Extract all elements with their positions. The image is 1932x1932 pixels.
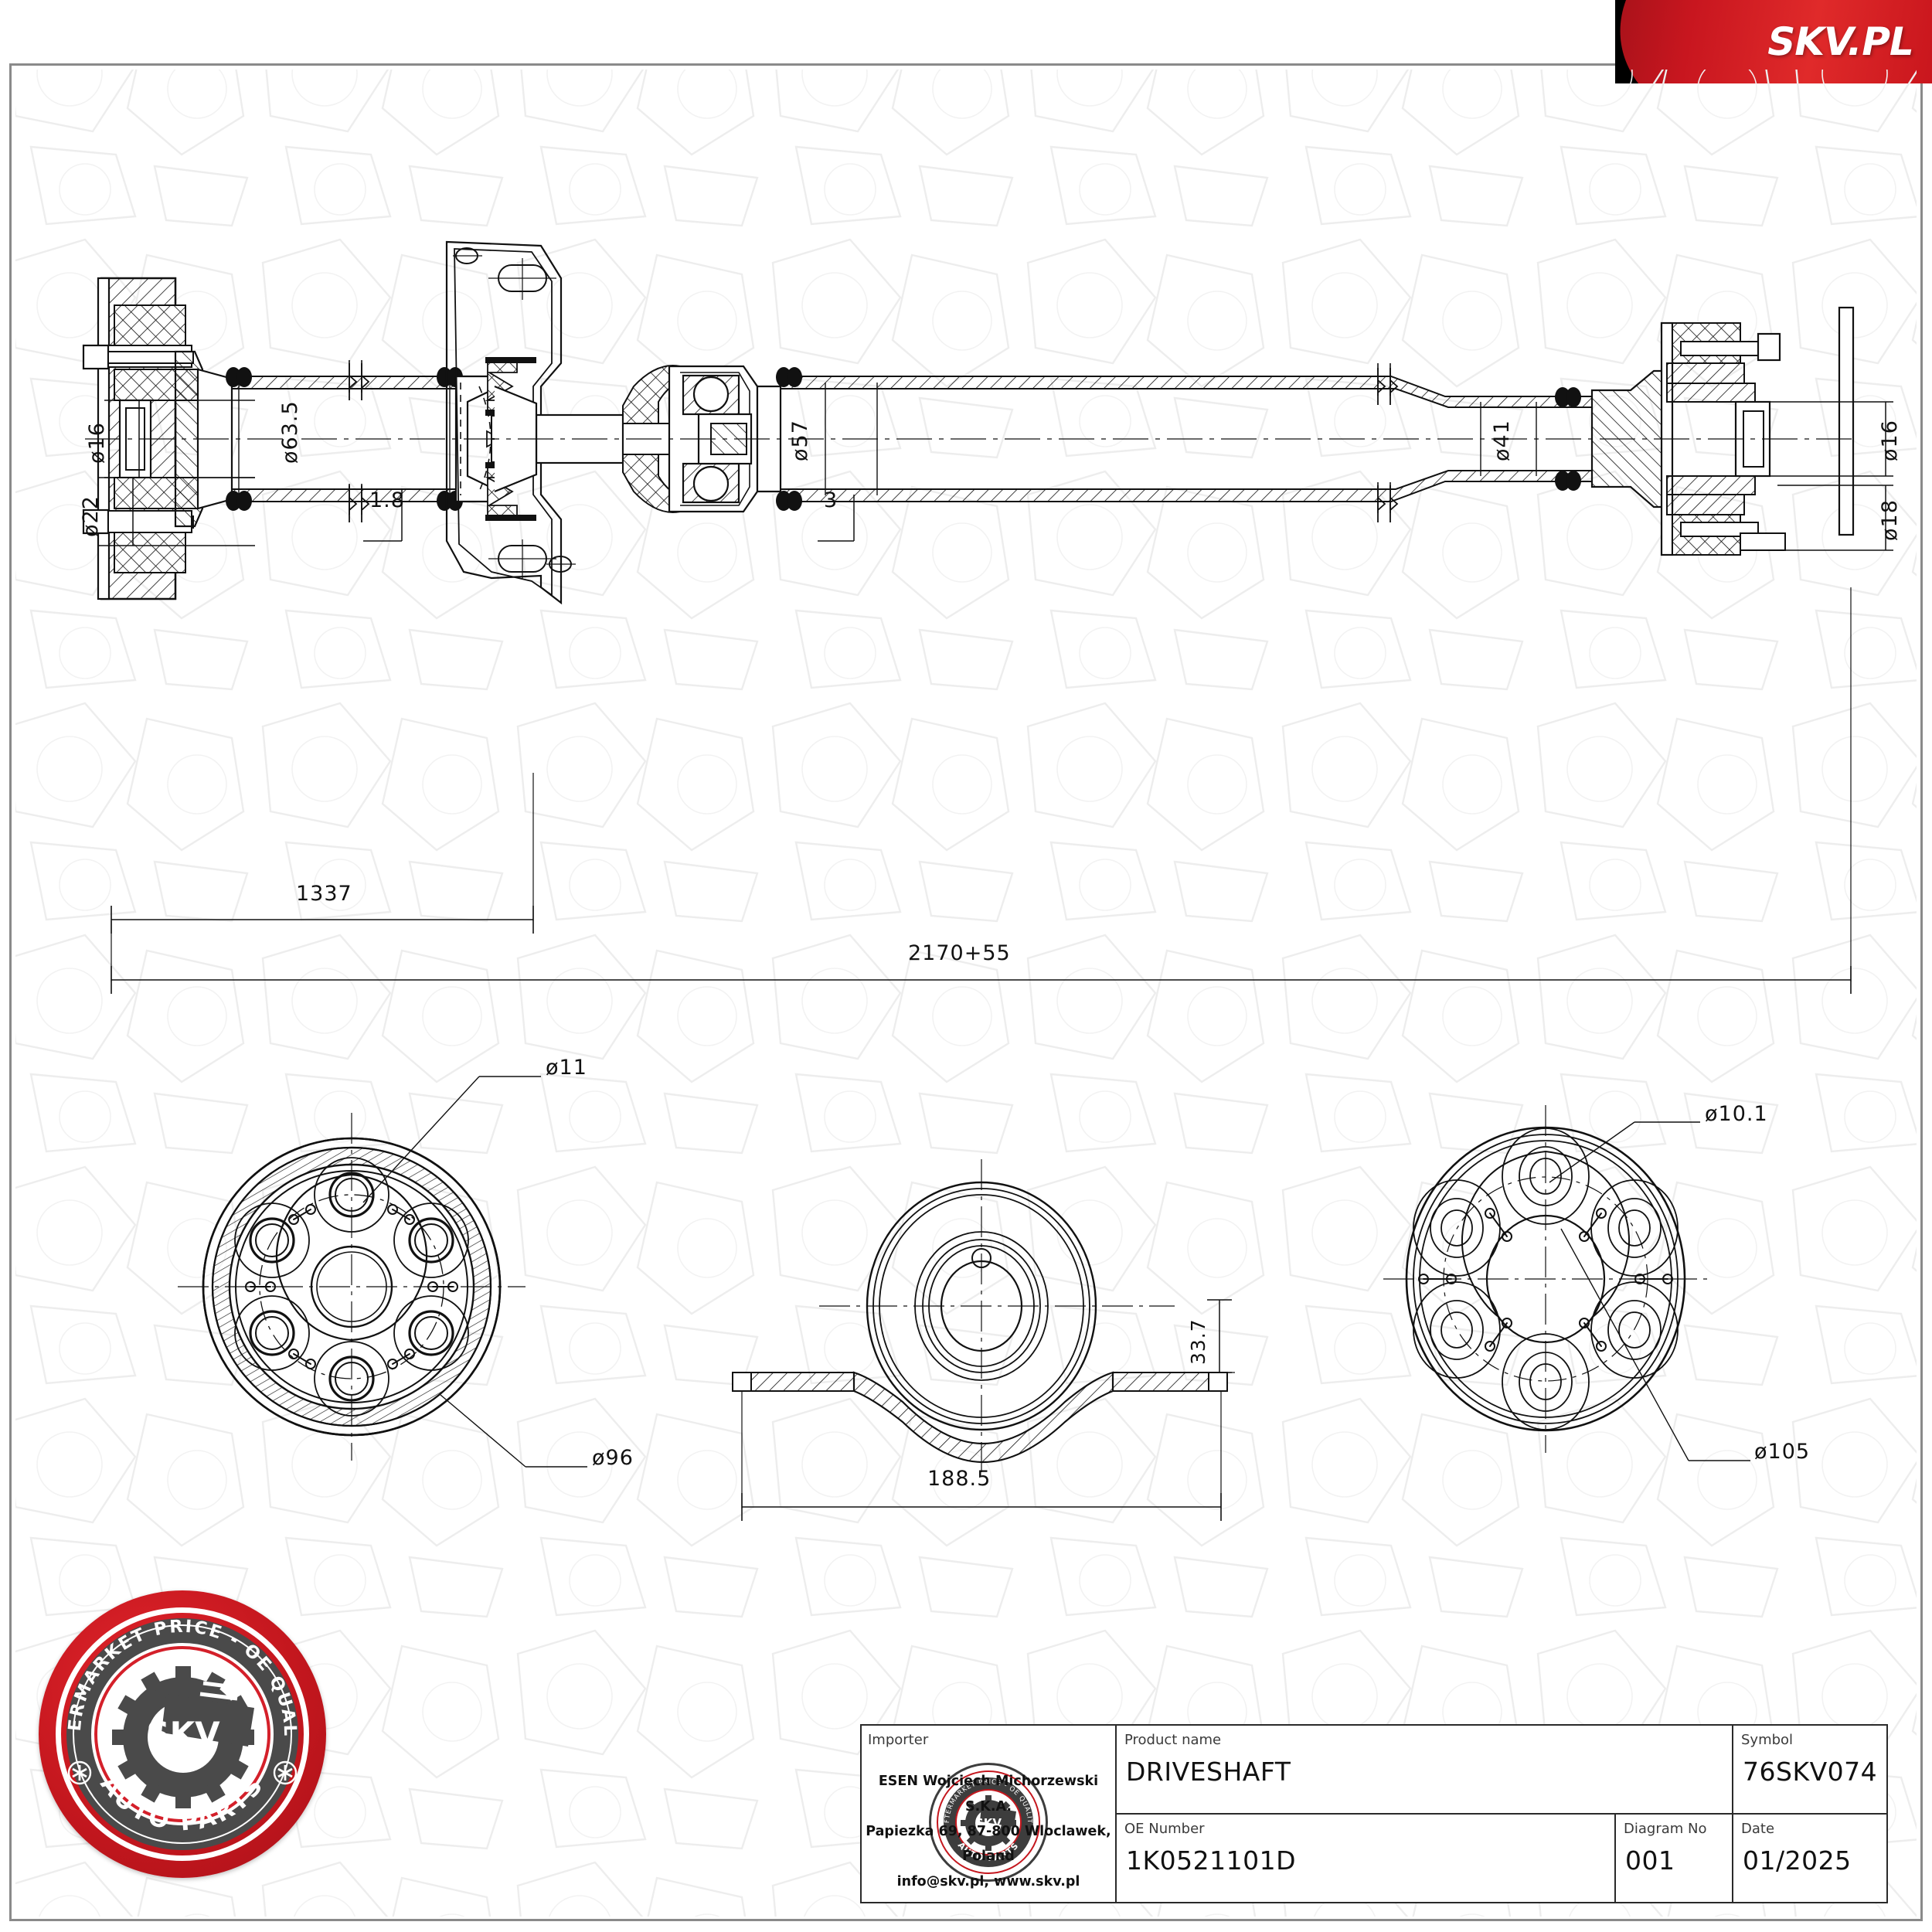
mini-logo-red-ring bbox=[937, 1770, 1040, 1874]
oe-number-cell: OE Number 1K0521101D bbox=[1117, 1815, 1614, 1902]
importer-label: Importer bbox=[868, 1732, 929, 1748]
detail-left-flex-disc bbox=[178, 1076, 587, 1468]
title-block: Importer AFTERMARKET PRICE - OE QUALITY … bbox=[860, 1724, 1888, 1903]
oe-number-label: OE Number bbox=[1124, 1821, 1205, 1837]
date-label: Date bbox=[1741, 1821, 1775, 1837]
dim-dia63-5: ø63.5 bbox=[278, 400, 302, 464]
product-name-label: Product name bbox=[1124, 1732, 1222, 1748]
title-block-row-bottom: OE Number 1K0521101D Diagram No 001 Date… bbox=[1117, 1815, 1886, 1902]
right-flex-disc-section bbox=[1590, 306, 1855, 556]
dim-dia57: ø57 bbox=[788, 420, 812, 461]
symbol-cell: Symbol 76SKV074 bbox=[1732, 1726, 1886, 1813]
detail-center-bearing-support bbox=[732, 1159, 1235, 1521]
main-view-dimension-lines bbox=[99, 400, 1893, 994]
seal-star-ornaments bbox=[67, 1760, 298, 1785]
product-name-cell: Product name DRIVESHAFT bbox=[1117, 1726, 1732, 1813]
seal-artwork: AFTERMARKET PRICE - OE QUALITY AUTO PART… bbox=[32, 1583, 298, 1837]
symbol-label: Symbol bbox=[1741, 1732, 1794, 1748]
title-block-importer-cell: Importer AFTERMARKET PRICE - OE QUALITY … bbox=[862, 1726, 1117, 1902]
dim-length-total: 2170+55 bbox=[908, 941, 1011, 965]
detail-right-flex-disc bbox=[1383, 1105, 1750, 1461]
importer-address: Papiezka 69, 87-800 Wloclawek, Poland bbox=[866, 1823, 1111, 1865]
diagram-no-value: 001 bbox=[1625, 1845, 1675, 1876]
dim-dia16-right: ø16 bbox=[1878, 420, 1902, 461]
importer-address-block: ESEN Wojciech Michorzewski S.K.A. Papiez… bbox=[862, 1769, 1115, 1894]
date-cell: Date 01/2025 bbox=[1732, 1815, 1886, 1902]
symbol-value: 76SKV074 bbox=[1743, 1757, 1878, 1787]
importer-contact: info@skv.pl, www.skv.pl bbox=[896, 1873, 1080, 1889]
seal-white-ring bbox=[56, 1607, 309, 1861]
dim-dia10-1: ø10.1 bbox=[1705, 1102, 1768, 1126]
date-value: 01/2025 bbox=[1743, 1845, 1852, 1876]
dim-length-1337: 1337 bbox=[296, 882, 352, 906]
dim-dia11: ø11 bbox=[546, 1056, 587, 1080]
product-name-value: DRIVESHAFT bbox=[1126, 1757, 1291, 1787]
importer-company: ESEN Wojciech Michorzewski S.K.A. bbox=[878, 1774, 1099, 1815]
dim-dia96: ø96 bbox=[592, 1446, 634, 1470]
diagram-no-cell: Diagram No 001 bbox=[1614, 1815, 1732, 1902]
page-border bbox=[9, 63, 1923, 1921]
mini-logo-artwork: AFTERMARKET PRICE - OE QUALITY AUTO PART… bbox=[929, 1763, 1032, 1863]
dim-width-188-5: 188.5 bbox=[927, 1467, 992, 1491]
dim-thickness-1-8: 1.8 bbox=[369, 488, 405, 512]
svg-text:SKV: SKV bbox=[975, 1816, 1002, 1830]
dim-dia41: ø41 bbox=[1490, 420, 1514, 461]
dim-thickness-3: 3 bbox=[824, 488, 838, 512]
front-tube-section bbox=[226, 360, 502, 522]
dim-dia16-left: ø16 bbox=[85, 422, 109, 464]
oe-number-value: 1K0521101D bbox=[1126, 1845, 1297, 1876]
title-block-skv-logo: AFTERMARKET PRICE - OE QUALITY AUTO PART… bbox=[929, 1763, 1048, 1882]
dim-dia105: ø105 bbox=[1754, 1440, 1811, 1464]
diagram-no-label: Diagram No bbox=[1624, 1821, 1707, 1837]
seal-dark-ring-inner-line bbox=[73, 1624, 292, 1844]
dim-dia22-left: ø22 bbox=[79, 495, 103, 537]
dim-height-33-7: 33.7 bbox=[1187, 1318, 1209, 1365]
seal-inner-red-ring bbox=[94, 1646, 270, 1822]
title-block-fields: Product name DRIVESHAFT Symbol 76SKV074 … bbox=[1117, 1726, 1886, 1902]
seal-gear-icon bbox=[112, 1666, 254, 1808]
universal-joint-section bbox=[622, 365, 782, 513]
skv-quality-seal-logo: AFTERMARKET PRICE - OE QUALITY AUTO PART… bbox=[32, 1583, 334, 1892]
title-block-row-top: Product name DRIVESHAFT Symbol 76SKV074 bbox=[1117, 1726, 1886, 1815]
seal-center-text: SKV bbox=[146, 1715, 220, 1753]
dim-dia18-right: ø18 bbox=[1878, 499, 1902, 541]
